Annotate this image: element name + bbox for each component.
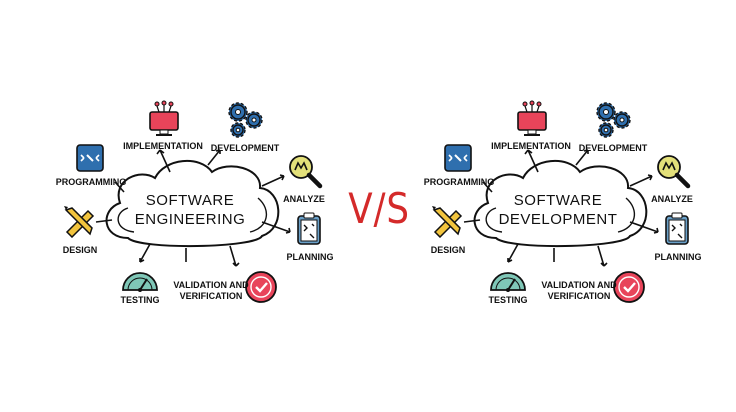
check-badge-icon: [245, 271, 277, 303]
gears-icon: [596, 102, 631, 138]
diagram-title-line-2: DEVELOPMENT: [498, 211, 618, 228]
label-validation-line-1: VALIDATION AND: [173, 280, 249, 290]
cloud-and-connectors: [95, 149, 291, 267]
gauge-icon: [122, 272, 158, 292]
diagram-title: SOFTWARE ENGINEERING: [130, 191, 250, 229]
label-analyze: ANALYZE: [283, 194, 325, 204]
label-planning: PLANNING: [654, 252, 702, 262]
label-validation: VALIDATION AND VERIFICATION: [173, 280, 248, 302]
label-design: DESIGN: [430, 245, 466, 255]
label-validation-line-1: VALIDATION AND: [541, 280, 617, 290]
code-box-icon: [76, 144, 104, 172]
clipboard-icon: [297, 212, 321, 245]
code-box-icon: [444, 144, 472, 172]
pencil-ruler-icon: [64, 206, 95, 238]
diagram-title: SOFTWARE DEVELOPMENT: [498, 191, 618, 229]
label-programming: PROGRAMMING: [55, 177, 127, 187]
diagram-title-line-2: ENGINEERING: [134, 211, 246, 228]
label-analyze: ANALYZE: [651, 194, 693, 204]
software-development-diagram: SOFTWARE DEVELOPMENT IMPLEMENTATION DEVE…: [368, 0, 736, 412]
cloud-and-connectors: [463, 149, 659, 267]
label-development: DEVELOPMENT: [578, 143, 648, 153]
gauge-icon: [490, 272, 526, 292]
label-development: DEVELOPMENT: [210, 143, 280, 153]
label-validation-line-2: VERIFICATION: [179, 291, 243, 301]
label-implementation: IMPLEMENTATION: [491, 141, 571, 151]
magnifier-icon: [289, 155, 323, 189]
magnifier-icon: [657, 155, 691, 189]
label-validation: VALIDATION AND VERIFICATION: [541, 280, 616, 302]
label-programming: PROGRAMMING: [423, 177, 495, 187]
label-implementation: IMPLEMENTATION: [123, 141, 203, 151]
diagram-title-line-1: SOFTWARE: [513, 192, 603, 209]
monitor-icon: [517, 100, 547, 136]
pencil-ruler-icon: [432, 206, 463, 238]
label-planning: PLANNING: [286, 252, 334, 262]
label-testing: TESTING: [120, 295, 160, 305]
clipboard-icon: [665, 212, 689, 245]
label-testing: TESTING: [488, 295, 528, 305]
monitor-icon: [149, 100, 179, 136]
cloud-shape: [105, 159, 280, 248]
label-validation-line-2: VERIFICATION: [547, 291, 611, 301]
label-design: DESIGN: [62, 245, 98, 255]
cloud-shape: [473, 159, 648, 248]
versus-label: V/S: [348, 184, 410, 233]
gears-icon: [228, 102, 263, 138]
check-badge-icon: [613, 271, 645, 303]
diagram-title-line-1: SOFTWARE: [145, 192, 235, 209]
software-engineering-diagram: SOFTWARE ENGINEERING IMPLEMENTATION DEVE…: [55, 100, 334, 305]
